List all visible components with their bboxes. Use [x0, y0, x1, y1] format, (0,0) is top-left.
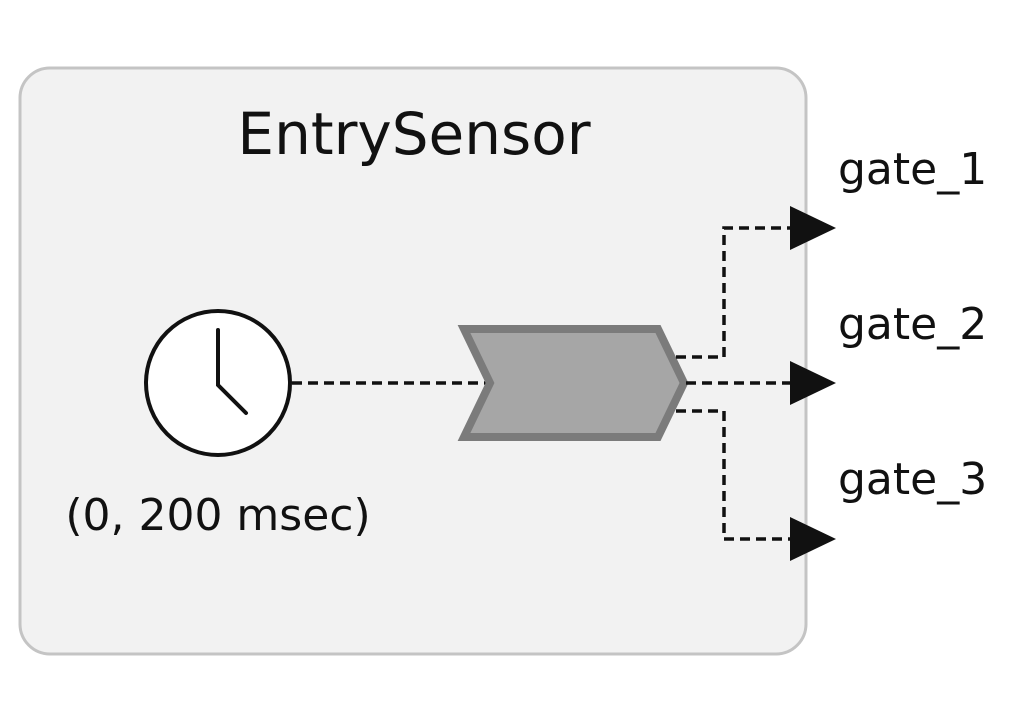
chevron-reaction-icon[interactable] [457, 325, 689, 441]
timer-label: (0, 200 msec) [65, 490, 370, 541]
output-label-gate-2: gate_2 [838, 299, 987, 350]
reactor-title: EntrySensor [237, 100, 590, 168]
output-label-gate-1: gate_1 [838, 144, 987, 195]
connection-gate-3 [676, 409, 790, 541]
reactor-box[interactable] [18, 66, 808, 656]
output-port-gate-2[interactable] [790, 361, 836, 405]
timer[interactable] [144, 309, 292, 457]
output-label-gate-3: gate_3 [838, 454, 987, 505]
output-port-gate-3[interactable] [790, 517, 836, 561]
connection-gate-1 [676, 226, 790, 359]
clock-hands [216, 328, 248, 415]
output-port-gate-1[interactable] [790, 206, 836, 250]
